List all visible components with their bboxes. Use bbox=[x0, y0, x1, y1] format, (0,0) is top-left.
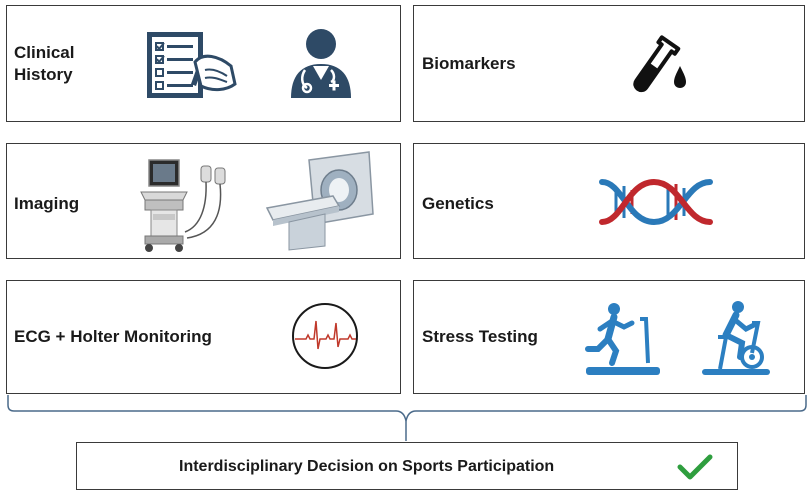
biomarkers-label: Biomarkers bbox=[422, 54, 516, 73]
clinical-history-label-line1: Clinical bbox=[14, 43, 75, 62]
dna-helix-icon bbox=[598, 176, 714, 228]
clinical-history-label-line2: History bbox=[14, 65, 73, 85]
ecg-trace-icon bbox=[290, 301, 360, 371]
clinical-history-label: Clinical History bbox=[14, 42, 74, 86]
stress-testing-label: Stress Testing bbox=[422, 327, 538, 346]
stress-testing-panel: Stress Testing bbox=[413, 280, 805, 394]
clinical-history-panel: Clinical History bbox=[6, 5, 401, 122]
mri-scanner-icon bbox=[259, 150, 379, 252]
ultrasound-machine-icon bbox=[131, 156, 241, 256]
biomarkers-panel: Biomarkers bbox=[413, 5, 805, 122]
treadmill-runner-icon bbox=[584, 299, 664, 379]
exercise-bike-icon bbox=[696, 299, 776, 379]
grouping-brace bbox=[7, 395, 807, 441]
test-tube-drop-icon bbox=[622, 30, 694, 102]
genetics-panel: Genetics bbox=[413, 143, 805, 259]
checklist-writing-icon bbox=[143, 26, 243, 102]
imaging-panel: Imaging bbox=[6, 143, 401, 259]
ecg-holter-panel: ECG + Holter Monitoring bbox=[6, 280, 401, 394]
ecg-holter-label: ECG + Holter Monitoring bbox=[14, 327, 212, 346]
decision-label: Interdisciplinary Decision on Sports Par… bbox=[179, 458, 555, 475]
doctor-icon bbox=[285, 28, 357, 100]
decision-box: Interdisciplinary Decision on Sports Par… bbox=[76, 442, 738, 490]
genetics-label: Genetics bbox=[422, 194, 494, 213]
checkmark-icon bbox=[677, 454, 713, 480]
imaging-label: Imaging bbox=[14, 194, 80, 213]
